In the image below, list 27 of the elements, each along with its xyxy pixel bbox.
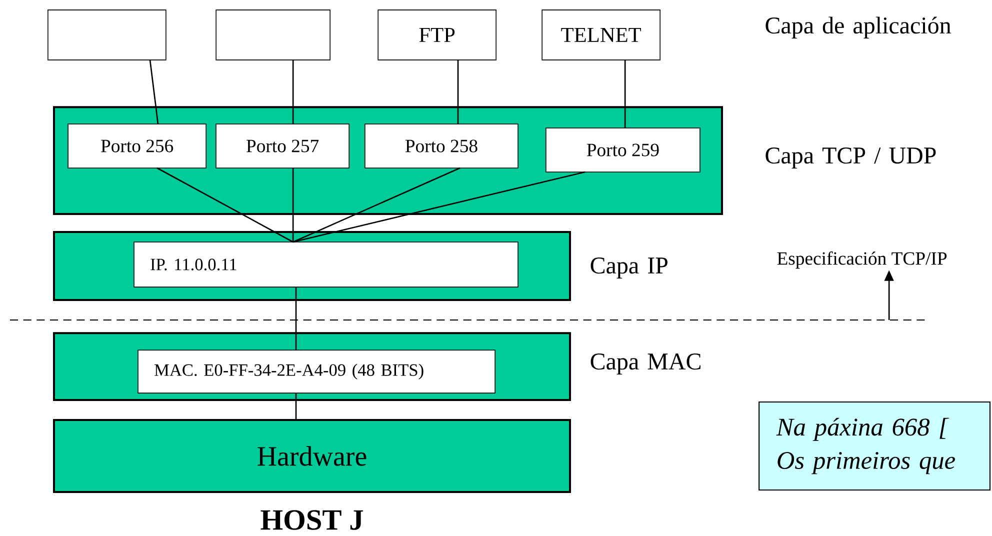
connector-line	[295, 287, 297, 350]
layer-label: Capa de aplicación	[766, 16, 951, 38]
host-title: HOST J	[260, 510, 363, 530]
layer-label: Capa TCP / UDP	[766, 148, 936, 168]
port-box: Porto 256	[68, 124, 206, 168]
connector-line	[292, 60, 294, 124]
layer-label: Capa MAC	[590, 354, 700, 374]
application-box: FTP	[378, 10, 496, 60]
connector-line	[292, 167, 460, 243]
hardware-band: Hardware	[53, 419, 571, 493]
connector-line	[457, 60, 459, 124]
port-box: Porto 259	[546, 128, 700, 172]
connector-line	[295, 393, 297, 420]
connector-line	[624, 60, 626, 128]
application-box	[48, 10, 166, 60]
address-box: MAC. E0-FF-34-2E-A4-09 (48 BITS)	[138, 350, 496, 394]
port-box: Porto 257	[216, 124, 350, 168]
address-box: IP. 11.0.0.11	[134, 242, 518, 288]
application-box: TELNET	[542, 10, 660, 60]
specification-label: Especificación TCP/IP	[777, 251, 947, 269]
layer-label: Capa IP	[590, 258, 668, 278]
connector-line	[156, 167, 294, 243]
application-box	[216, 10, 330, 60]
connector-line	[292, 171, 586, 243]
note-box: Na páxina 668 [ Os primeiros que	[758, 401, 991, 491]
connector-line	[292, 168, 294, 242]
port-box: Porto 258	[364, 124, 518, 168]
